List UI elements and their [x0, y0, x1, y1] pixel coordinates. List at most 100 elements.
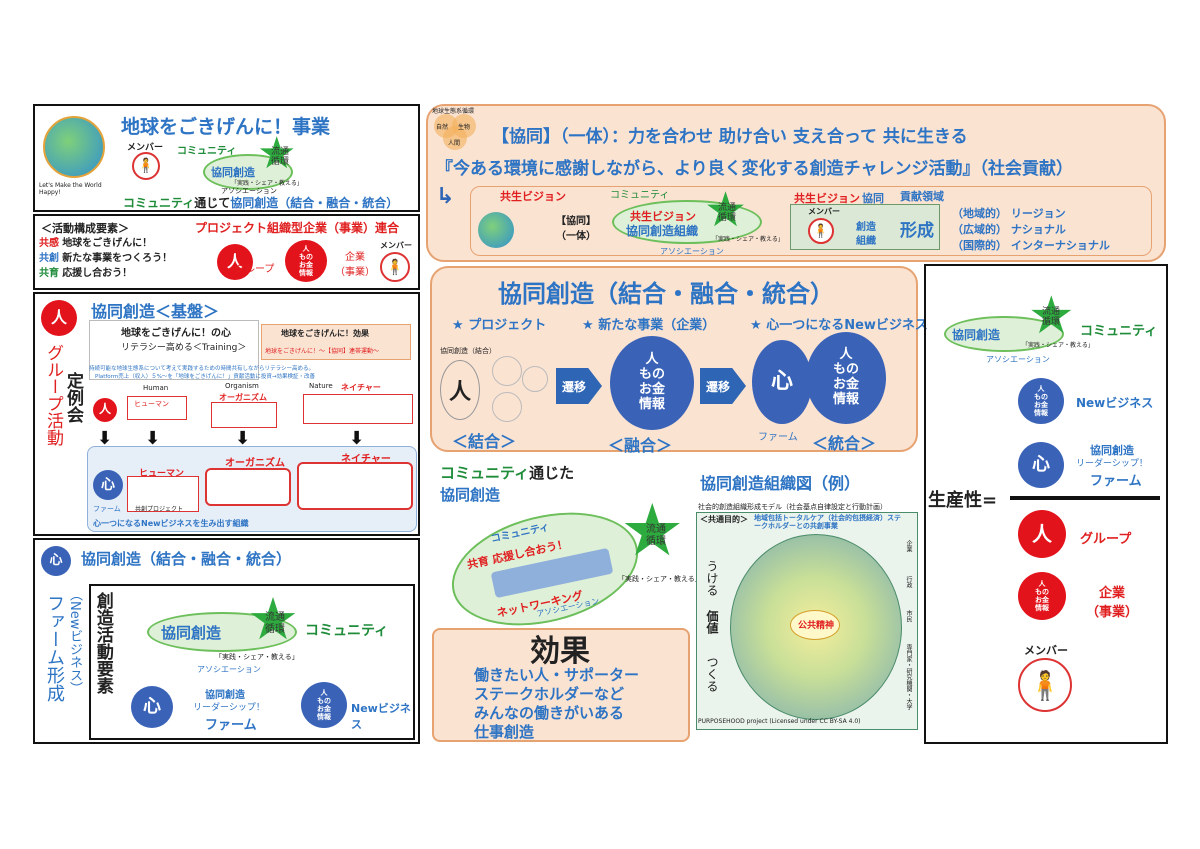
prod-star-2: 循環 — [1042, 317, 1061, 327]
form-vertical-a: （Newビジネス） — [67, 588, 82, 695]
base-title: 協同創造＜基盤＞ — [91, 302, 220, 321]
earth-logo — [43, 116, 105, 178]
bottom-nature: ネイチャー — [341, 454, 391, 465]
elements-panel: ＜活動構成要素＞ 共感 地球をごきげんに！ 共創 新たな事業をつくろう！ 共育 … — [33, 214, 420, 290]
form-leadership: リーダーシップ！ — [193, 703, 265, 713]
kyodo-headline: 【協同】（一体）：力を合わせ 助け合い 支え合って 共に生きる — [492, 127, 968, 147]
venn-circle-3 — [443, 126, 467, 150]
form-star-icon: ★ — [247, 585, 299, 653]
orgchart-ukeru: うける — [705, 560, 719, 596]
creation-label: 創造活動要素 — [92, 592, 113, 694]
kyodo-org: 協同創造組織 — [626, 224, 699, 238]
venn-title: 地球生態系循環 — [432, 108, 475, 115]
star-icon: ★ — [257, 128, 297, 179]
venn-diagram: 地球生態系循環 自然 生物 人間 — [430, 106, 490, 150]
kyodo-small: 協同 — [862, 192, 884, 205]
kyodo-mission: 『今ある環境に感謝しながら、より良く変化する創造チャレンジ活動』（社会貢献） — [436, 159, 1073, 179]
member-icon: 🧍 — [132, 152, 160, 180]
prod-oval — [944, 316, 1064, 352]
prod-association: アソシエーション — [986, 355, 1050, 364]
bottom-human-box — [127, 476, 199, 512]
element-row: 共育 応援し合おう！ — [39, 268, 133, 279]
resources-circle: 人ものお金情報 — [285, 240, 327, 282]
integration-project: ★ プロジェクト — [452, 318, 547, 333]
col-org-en: Organism — [225, 382, 259, 390]
farm-label: ファーム — [93, 505, 121, 513]
form-star-2: 循環 — [265, 624, 285, 635]
integration-title: 協同創造（結合・融合・統合） — [498, 280, 834, 308]
vision-1: 共生ビジョン — [500, 190, 566, 203]
element-row: 共創 新たな事業をつくろう！ — [39, 253, 173, 264]
kyodo-oval — [203, 154, 293, 190]
down-arrow-2: ⬇ — [145, 428, 161, 449]
col-nature-box — [303, 394, 413, 424]
community-star-icon: ★ — [620, 488, 685, 572]
contribution: 貢献領域 — [900, 190, 944, 203]
kyodo-oval — [612, 200, 762, 244]
region-list: （地域的） リージョン （広域的） ナショナル （国際的） インターナショナル — [952, 206, 1110, 254]
region-row: （国際的） インターナショナル — [952, 239, 1110, 252]
orgchart-center-label: 公共精神 — [798, 621, 835, 631]
form-oval — [147, 612, 297, 652]
col-human-en: Human — [143, 384, 169, 392]
project-cluster: 人 — [440, 356, 550, 428]
kyodo-star-icon: ★ — [704, 182, 748, 238]
hito-big: 人 — [440, 360, 480, 420]
base-panel: 人 グループ活動 定例会 協同創造＜基盤＞ 地球をごきげんに！の心 リテラシー高… — [33, 292, 420, 536]
form-community: コミュニティ — [305, 623, 389, 639]
prod-heart-circle: 心 — [1018, 442, 1064, 488]
effect-line: ステークホルダーなど — [474, 685, 625, 703]
kyodo-star-2: 循環 — [718, 213, 737, 223]
teireikai-label: 定例会 — [63, 372, 83, 423]
kyodo-one: 【協同】 （一体） — [556, 216, 596, 242]
prod-leader-a: 協同創造 — [1090, 444, 1134, 457]
bottom-org-box — [205, 468, 291, 506]
vision-2: 共生ビジョン — [630, 210, 696, 223]
kyodo-keisei: 形成 — [900, 221, 934, 241]
cluster-node — [492, 392, 522, 422]
prod-community: コミュニティ — [1080, 324, 1158, 339]
member-label: メンバー — [127, 143, 164, 153]
subtitle-a: コミュニティ — [123, 196, 195, 210]
heart-section — [89, 320, 259, 380]
elements-rows: 共感 地球をごきげんに！ 共創 新たな事業をつくろう！ 共育 応援し合おう！ — [39, 236, 172, 281]
prod-hito-circle: 人 — [1018, 510, 1066, 558]
cluster-node — [522, 366, 548, 392]
orgchart-center — [790, 610, 840, 640]
kyodo-sozo: 創造 — [856, 222, 876, 233]
form-association: アソシエーション — [197, 665, 261, 674]
prod-label: 生産性= — [928, 490, 998, 511]
kyodo-member-icon: 🧍 — [808, 218, 834, 244]
kyodo-soshiki: 組織 — [856, 236, 876, 247]
ketsugo-label: ＜結合＞ — [452, 432, 517, 451]
transition-arrow-2: 遷移 — [700, 368, 746, 404]
project-title: プロジェクト組織型企業（事業）連合 — [195, 221, 400, 235]
form-kyodo-2: 協同創造 — [205, 690, 245, 701]
integration-heart: ★ 心一つになるNewビジネス — [750, 318, 928, 333]
form-newbiz: Newビジネス — [351, 702, 411, 731]
togo-resources-circle: 人ものお金情報 — [806, 332, 886, 424]
heart-title: 地球をごきげんに！の心 — [121, 328, 231, 339]
effect-title: 効果 — [530, 634, 590, 669]
prod-leader-b: リーダーシップ！ — [1076, 459, 1148, 469]
orgchart-kachi: 価値 — [705, 610, 719, 634]
community-star-2: 循環 — [646, 536, 666, 547]
group-label: グループ — [235, 264, 275, 275]
col-org: オーガニズム — [219, 393, 267, 402]
venn-bio: 生物 — [458, 124, 471, 131]
orgchart-purpose: ＜共通目的＞ — [700, 515, 748, 524]
effect-panel — [432, 628, 690, 742]
title-panel: Let's Make the World Happy! 地球をごきげんに！事業 … — [33, 104, 420, 212]
col-human: ヒューマン — [127, 396, 187, 420]
farm-heart-circle: 心 — [93, 470, 123, 500]
effect-line: 仕事創造 — [474, 723, 535, 741]
kyodo-association: アソシエーション — [660, 247, 724, 256]
effect-line: 働きたい人・サポーター — [474, 666, 640, 684]
col-nature: ネイチャー — [341, 383, 381, 392]
bottom-nature-box — [297, 462, 413, 510]
col-org-box — [211, 402, 277, 428]
cluster-node — [492, 356, 522, 386]
form-star-sub: 「実践・シェア・教える」 — [215, 653, 299, 661]
note-2: Platform売上（収入）５%〜を「地球をごきげんに！」貢献活動に投資→効果検… — [95, 374, 316, 380]
member-icon-2: 🧍 — [380, 252, 410, 282]
